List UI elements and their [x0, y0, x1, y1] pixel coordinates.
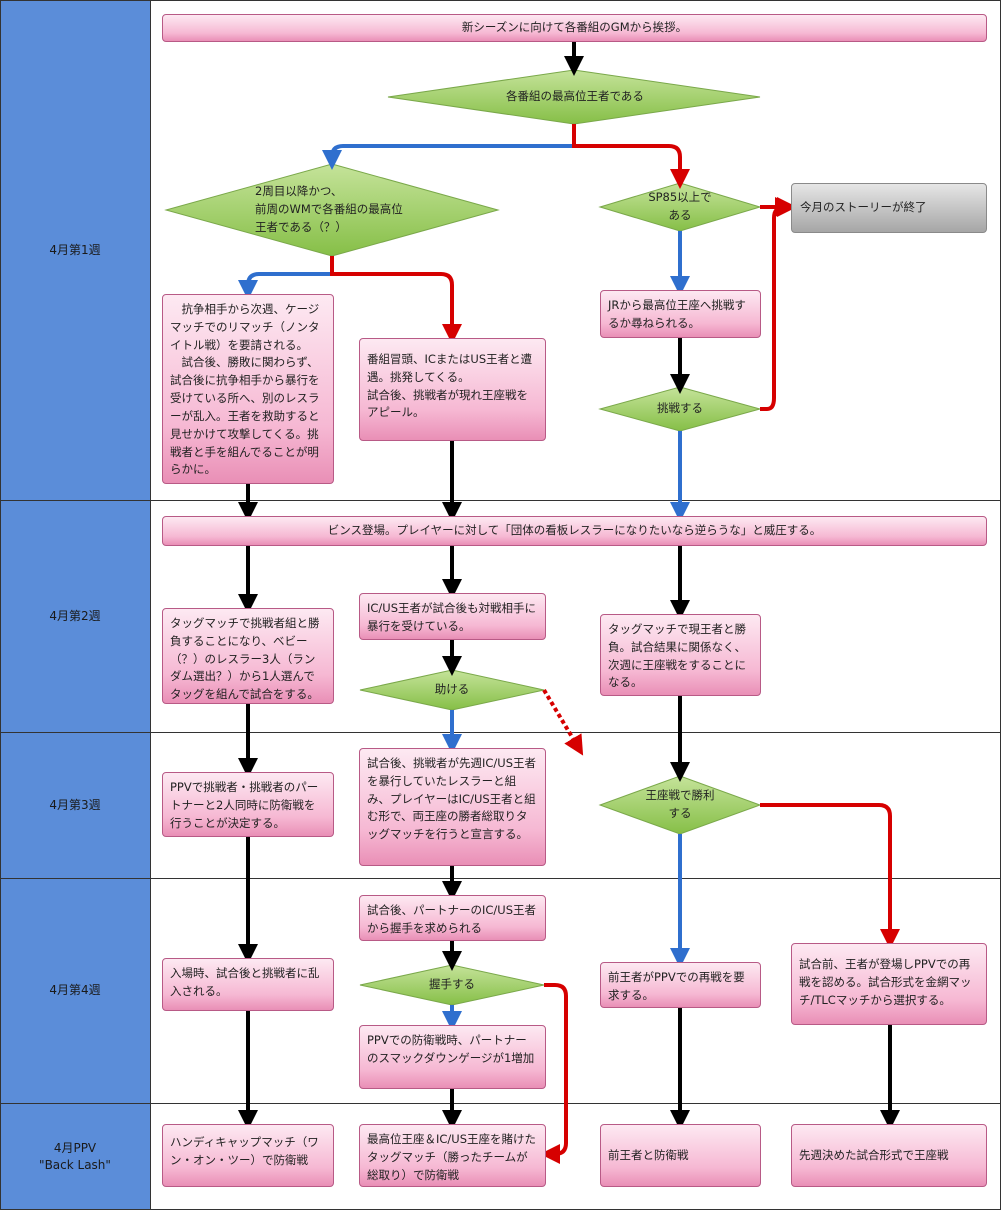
node-story-end: 今月のストーリーが終了	[791, 183, 987, 233]
node-challenger-team: 試合後、挑戦者が先週IC/US王者を暴行していたレスラーと組み、プレイヤーはIC…	[359, 748, 546, 866]
node-jr-question: JRから最高位王座へ挑戦するか尋ねられる。	[600, 290, 761, 338]
decision-diamond-2nd	[164, 163, 500, 257]
node-cage-rematch: 抗争相手から次週、ケージマッチでのリマッチ（ノンタイトル戦）を要請される。 試合…	[162, 294, 334, 484]
lane-label-week3: 4月第3週	[49, 797, 101, 812]
decision-diamond-top	[387, 69, 761, 125]
node-entrance-attack: 入場時、試合後と挑戦者に乱入される。	[162, 958, 334, 1011]
arrow-top-no	[572, 124, 690, 189]
decision-diamond-help	[359, 669, 545, 711]
lane-label-week4: 4月第4週	[49, 983, 101, 998]
lane-bg-week2	[0, 500, 150, 732]
lane-bg-ppv	[0, 1103, 150, 1210]
decision-diamond-sp85	[598, 182, 762, 232]
node-icus-attacked: IC/US王者が試合後も対戦相手に暴行を受けている。	[359, 593, 546, 640]
lane-bg-week3	[0, 732, 150, 878]
arrow-top-yes	[322, 124, 576, 170]
arrow-handshake-no	[540, 983, 568, 1164]
lane-bg-week1	[0, 0, 150, 500]
lane-label-ppv: 4月PPV "Back Lash"	[39, 1141, 111, 1172]
node-handicap-match: ハンディキャップマッチ（ワン・オン・ツー）で防衛戦	[162, 1124, 334, 1187]
node-tag-champion: タッグマッチで現王者と勝負。試合結果に関係なく、次週に王座戦をすることになる。	[600, 614, 761, 696]
decision-diamond-handshake	[359, 964, 545, 1006]
arrow-win-no	[760, 803, 900, 949]
node-handshake-request: 試合後、パートナーのIC/US王者から握手を求められる	[359, 895, 546, 941]
arrow-2nd-yes	[238, 256, 334, 300]
arrow-help-no-dotted	[542, 688, 584, 756]
lane-label-week2: 4月第2週	[49, 608, 101, 623]
node-prev-champ-defense: 前王者と防衛戦	[600, 1124, 761, 1187]
lane-label-week1: 4月第1週	[49, 242, 101, 257]
decision-diamond-challenge	[598, 386, 762, 432]
node-champion-allows: 試合前、王者が登場しPPVでの再戦を認める。試合形式を金網マッチ/TLCマッチか…	[791, 943, 987, 1025]
arrow-challenge-no	[760, 197, 795, 411]
node-ppv-decided: PPVで挑戦者・挑戦者のパートナーと2人同時に防衛戦を行うことが決定する。	[162, 772, 334, 837]
lane-bg-week4	[0, 878, 150, 1103]
node-ic-us-encounter: 番組冒頭、ICまたはUS王者と遭遇。挑発してくる。 試合後、挑戦者が現れ王座戦を…	[359, 338, 546, 441]
node-smackdown-gauge: PPVでの防衛戦時、パートナーのスマックダウンゲージが1増加	[359, 1025, 546, 1089]
arrow-2nd-no	[330, 256, 462, 344]
node-gm-greeting: 新シーズンに向けて各番組のGMから挨拶。	[162, 14, 987, 42]
node-vince: ビンス登場。プレイヤーに対して「団体の看板レスラーになりたいなら逆らうな」と威圧…	[162, 516, 987, 546]
node-rematch-request: 前王者がPPVでの再戦を要求する。	[600, 962, 761, 1008]
node-double-title: 最高位王座＆IC/US王座を賭けたタッグマッチ（勝ったチームが総取り）で防衛戦	[359, 1124, 546, 1187]
decision-diamond-win	[598, 775, 762, 835]
node-tag-challengers: タッグマッチで挑戦者組と勝負することになり、ベビー（？）のレスラー3人（ランダム…	[162, 608, 334, 704]
node-chosen-format: 先週決めた試合形式で王座戦	[791, 1124, 987, 1187]
